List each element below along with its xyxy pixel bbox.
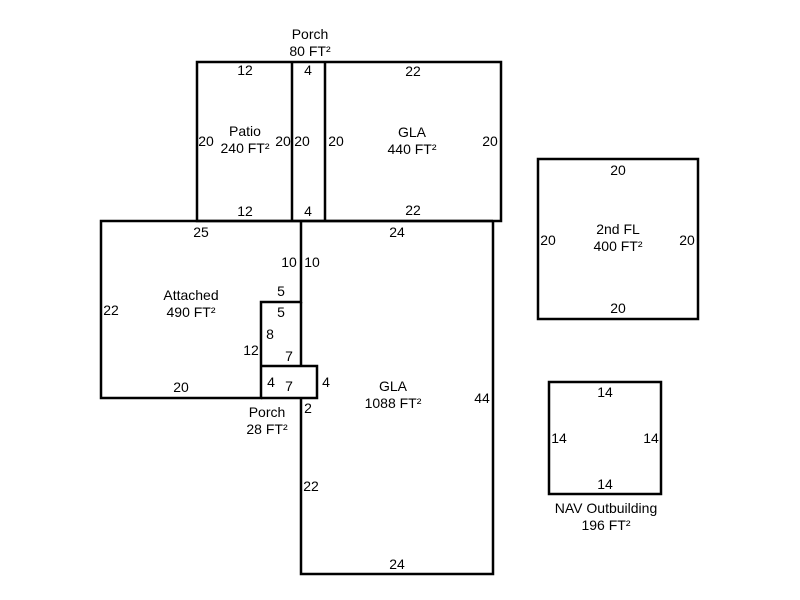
dimension: 20: [610, 300, 626, 316]
dimension: 4: [322, 374, 330, 390]
dimension: 20: [294, 133, 310, 149]
dimension: 20: [275, 133, 291, 149]
area-name: NAV Outbuilding: [554, 500, 658, 516]
dimension: 20: [482, 133, 498, 149]
area-value: 1088 FT²: [364, 395, 422, 411]
area-name: Porch: [291, 26, 329, 42]
dimension: 20: [328, 133, 344, 149]
dimension: 24: [389, 224, 405, 240]
area-name: Attached: [163, 287, 219, 303]
dimension: 4: [267, 374, 275, 390]
dimension: 10: [304, 254, 320, 270]
dimension: 7: [285, 378, 293, 394]
dimension: 20: [679, 232, 695, 248]
dimension: 14: [597, 384, 613, 400]
dimension: 24: [389, 556, 405, 572]
area-value: 490 FT²: [166, 304, 216, 320]
dimension: 4: [304, 62, 312, 78]
area-name: 2nd FL: [596, 221, 640, 237]
dimension: 5: [277, 283, 285, 299]
dimension: 44: [474, 390, 490, 406]
area-value: 80 FT²: [289, 43, 331, 59]
dimension: 22: [103, 302, 119, 318]
dimension: 2: [304, 400, 312, 416]
dimension: 5: [277, 304, 285, 320]
area-value: 28 FT²: [246, 421, 288, 437]
gla-outline-lower: [299, 221, 495, 576]
dimension: 22: [303, 478, 319, 494]
dimension: 14: [551, 430, 567, 446]
dimension: 22: [405, 63, 421, 79]
area-value: 240 FT²: [220, 140, 270, 156]
dimension: 20: [173, 379, 189, 395]
dimension: 20: [198, 133, 214, 149]
dimension: 20: [610, 162, 626, 178]
dimension: 4: [304, 203, 312, 219]
dimension: 20: [540, 232, 556, 248]
dimension: 8: [266, 326, 274, 342]
dimension: 12: [237, 62, 253, 78]
dimension: 25: [193, 224, 209, 240]
nav-outbuilding-outline: [547, 380, 663, 496]
area-value: 400 FT²: [593, 238, 643, 254]
area-name: GLA: [397, 124, 427, 140]
dimension: 12: [237, 203, 253, 219]
dimension: 10: [281, 254, 297, 270]
porch-small-outline: [261, 364, 319, 400]
dimension: 12: [243, 342, 259, 358]
dimension: 7: [285, 348, 293, 364]
area-name: Porch: [248, 404, 286, 420]
area-value: 196 FT²: [581, 517, 631, 533]
area-name: GLA: [378, 378, 407, 394]
dimension: 14: [643, 430, 659, 446]
dimension: 22: [405, 202, 421, 218]
second-floor-outline: [536, 157, 700, 321]
area-value: 440 FT²: [387, 141, 437, 157]
area-name: Patio: [229, 123, 261, 139]
dimension: 14: [597, 476, 613, 492]
